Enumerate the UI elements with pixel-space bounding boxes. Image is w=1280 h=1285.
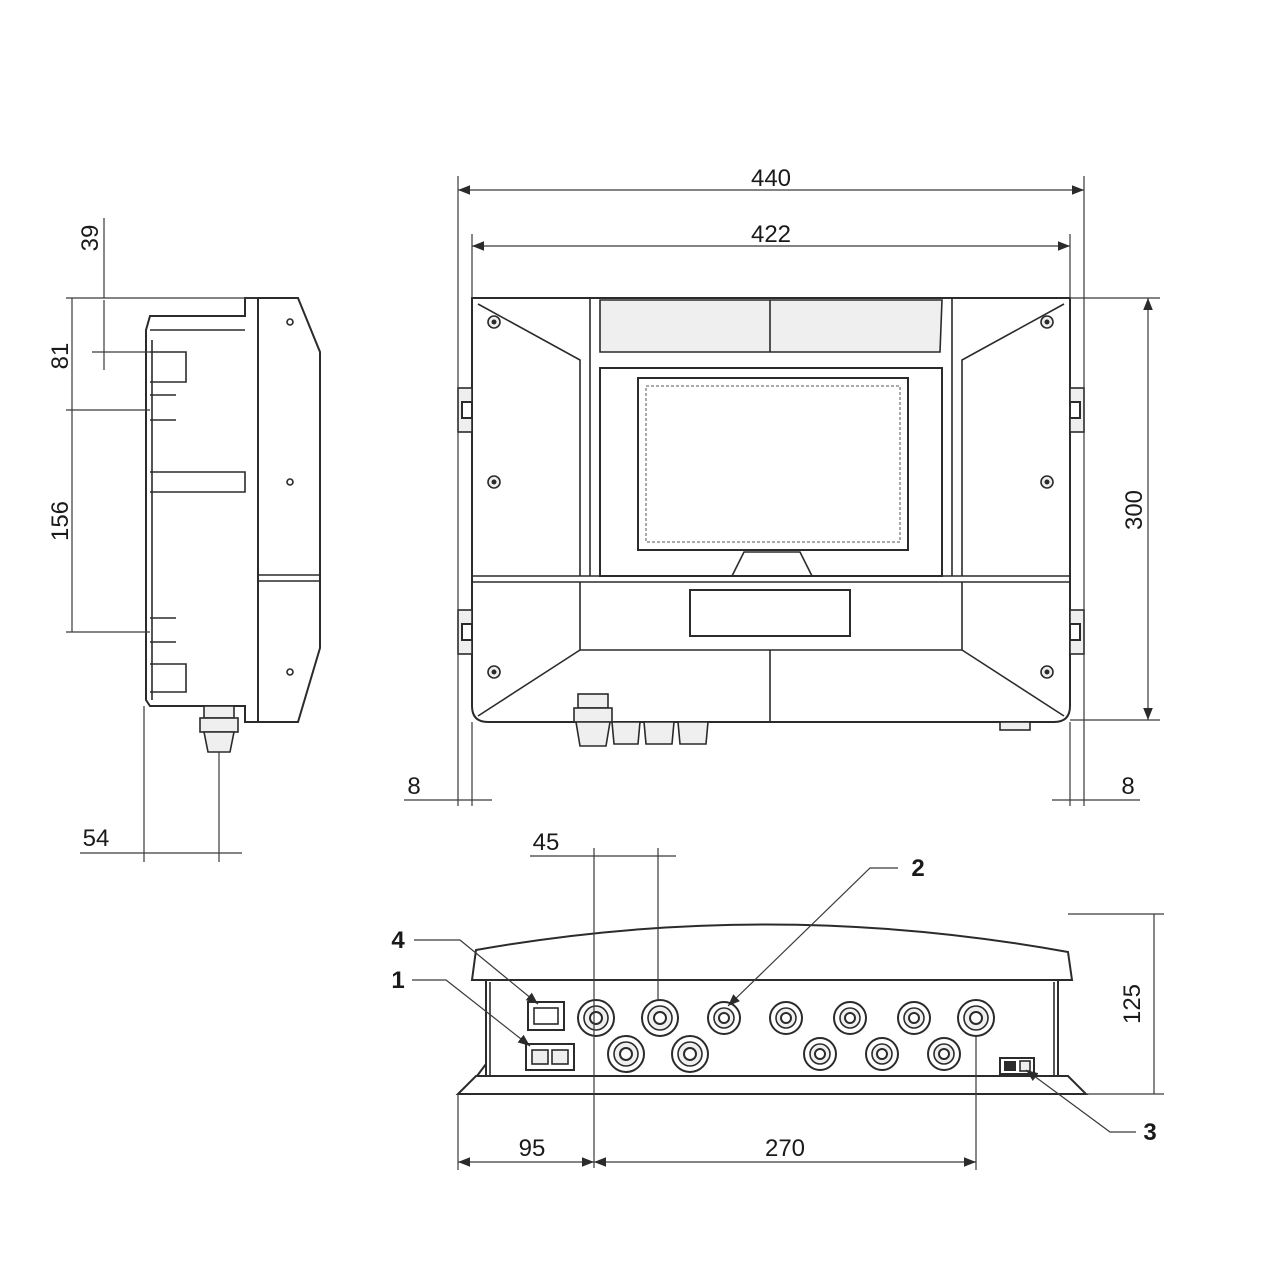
- side-cable-gland: [199, 705, 239, 753]
- dim-side-middle: 156: [47, 501, 74, 541]
- dim-side-depth: 54: [83, 825, 110, 852]
- front-label-plate: [689, 589, 851, 637]
- dim-overall-width: 440: [751, 165, 791, 192]
- display-tab: [731, 551, 813, 577]
- side-screw-bottom: [286, 668, 294, 676]
- side-screw-mid: [286, 478, 294, 486]
- bottom-switch: [999, 1057, 1035, 1075]
- gland-icon: [957, 999, 995, 1037]
- gland-icon: [803, 1037, 837, 1071]
- front-brackets: [457, 387, 1085, 655]
- callout-2-label: 2: [911, 855, 924, 882]
- dim-right-gap: 8: [1121, 773, 1134, 800]
- dim-bottom-height: 125: [1119, 984, 1146, 1024]
- side-screw-top: [286, 318, 294, 326]
- bottom-glands: [577, 999, 995, 1073]
- gland-icon: [833, 1001, 867, 1035]
- dim-side-top: 39: [77, 225, 104, 252]
- dim-left-gap: 8: [407, 773, 420, 800]
- bottom-view: 1 4 2 3 45 95 270 125: [391, 829, 1164, 1170]
- callout-4-label: 4: [391, 927, 405, 954]
- callout-2: 2: [727, 855, 925, 1007]
- gland-icon: [769, 1001, 803, 1035]
- gland-icon: [897, 1001, 931, 1035]
- display-screen: [637, 377, 909, 551]
- callout-4: 4: [391, 927, 539, 1005]
- display-active-area: [645, 385, 901, 543]
- gland-icon: [927, 1037, 961, 1071]
- dim-side-upper: 81: [47, 343, 74, 370]
- front-bevel-tr: [961, 303, 1065, 576]
- front-lid: [599, 299, 943, 353]
- gland-icon: [607, 1035, 645, 1073]
- side-view: 39 81 156 54: [47, 218, 321, 862]
- gland-icon: [577, 999, 615, 1037]
- front-view: 440 422 300 8 8: [404, 165, 1160, 806]
- bottom-port-block: [525, 1001, 575, 1071]
- gland-icon: [671, 1035, 709, 1073]
- front-screws: [487, 315, 1054, 679]
- bottom-base-flange: [455, 1075, 1089, 1095]
- dim-bottom-spacing: 45: [533, 829, 560, 856]
- dim-bottom-left: 95: [519, 1135, 546, 1162]
- gland-icon: [865, 1037, 899, 1071]
- bottom-cover: [470, 923, 1074, 981]
- front-glands: [573, 693, 1031, 747]
- front-bevel-tl: [477, 303, 581, 576]
- callout-3-label: 3: [1143, 1119, 1156, 1146]
- side-ribs: [150, 340, 246, 700]
- dim-inner-width: 422: [751, 221, 791, 248]
- dim-height: 300: [1121, 490, 1148, 530]
- gland-icon: [641, 999, 679, 1037]
- callout-1-label: 1: [391, 967, 404, 994]
- callout-3: 3: [1025, 1069, 1157, 1146]
- gland-icon: [707, 1001, 741, 1035]
- side-rear-housing: [145, 297, 259, 723]
- callout-1: 1: [391, 967, 531, 1047]
- side-front-cover: [257, 297, 321, 723]
- dim-bottom-span: 270: [765, 1135, 805, 1162]
